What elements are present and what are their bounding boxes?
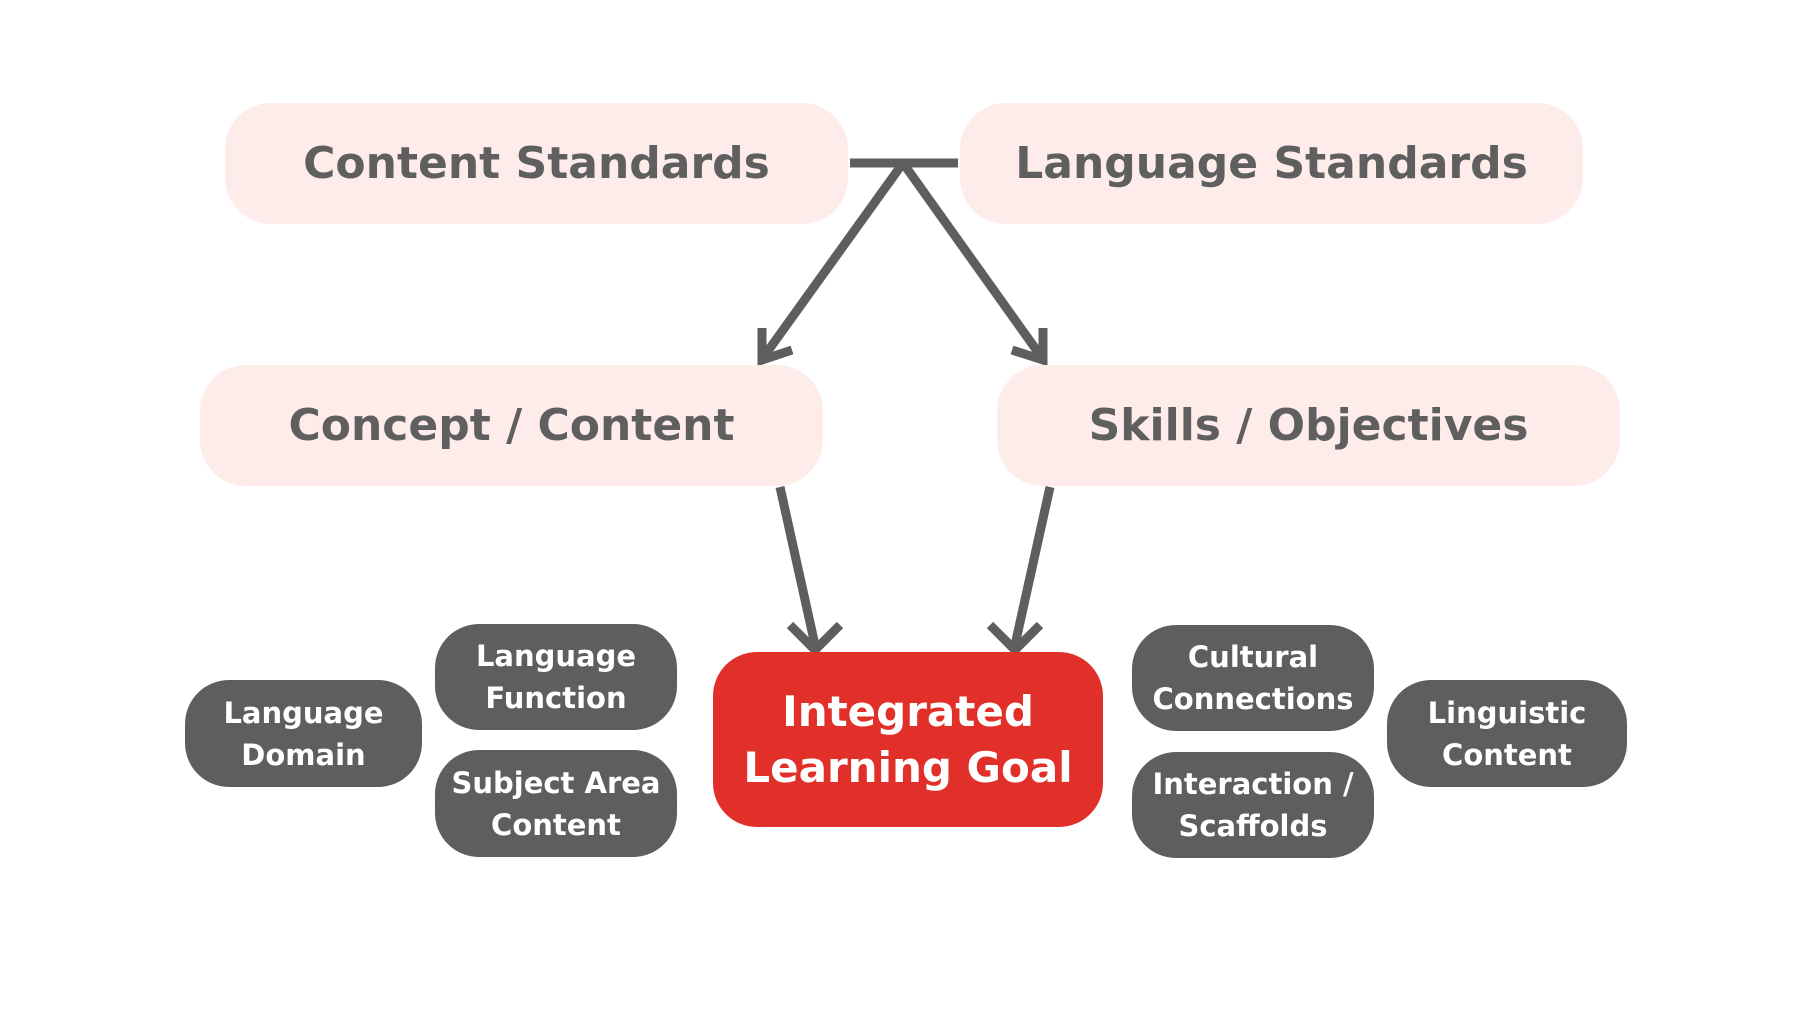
arrow-concept-to-goal xyxy=(775,486,820,646)
arrowhead-skills xyxy=(1010,328,1048,367)
skills-objectives-box: Skills / Objectives xyxy=(997,365,1620,486)
arrowhead-concept-goal xyxy=(786,621,844,657)
concept-content-box: Concept / Content xyxy=(200,365,823,486)
content-standards-label: Content Standards xyxy=(303,138,770,189)
language-domain-box: Language Domain xyxy=(185,680,422,787)
arrowhead-concept xyxy=(757,328,794,367)
arrowhead-skills-goal xyxy=(986,621,1044,657)
language-standards-box: Language Standards xyxy=(960,103,1583,224)
integrated-learning-goal-label: Integrated Learning Goal xyxy=(743,686,1073,792)
integrated-learning-goal-box: Integrated Learning Goal xyxy=(713,652,1103,827)
language-standards-label: Language Standards xyxy=(1015,138,1528,189)
subject-area-content-box: Subject Area Content xyxy=(435,750,677,857)
language-function-label: Language Function xyxy=(475,639,637,715)
language-function-box: Language Function xyxy=(435,624,677,730)
content-standards-box: Content Standards xyxy=(225,103,848,224)
arrow-skills-to-goal xyxy=(1010,486,1055,646)
arrow-to-concept xyxy=(761,160,907,358)
linguistic-content-label: Linguistic Content xyxy=(1427,695,1587,772)
cultural-connections-label: Cultural Connections xyxy=(1152,640,1354,716)
language-domain-label: Language Domain xyxy=(223,695,384,772)
interaction-scaffolds-label: Interaction / Scaffolds xyxy=(1152,767,1354,843)
cultural-connections-box: Cultural Connections xyxy=(1132,625,1374,731)
concept-content-label: Concept / Content xyxy=(288,400,735,451)
arrow-to-skills xyxy=(899,160,1044,358)
linguistic-content-box: Linguistic Content xyxy=(1387,680,1627,787)
skills-objectives-label: Skills / Objectives xyxy=(1088,400,1529,451)
subject-area-content-label: Subject Area Content xyxy=(451,765,661,842)
interaction-scaffolds-box: Interaction / Scaffolds xyxy=(1132,752,1374,858)
